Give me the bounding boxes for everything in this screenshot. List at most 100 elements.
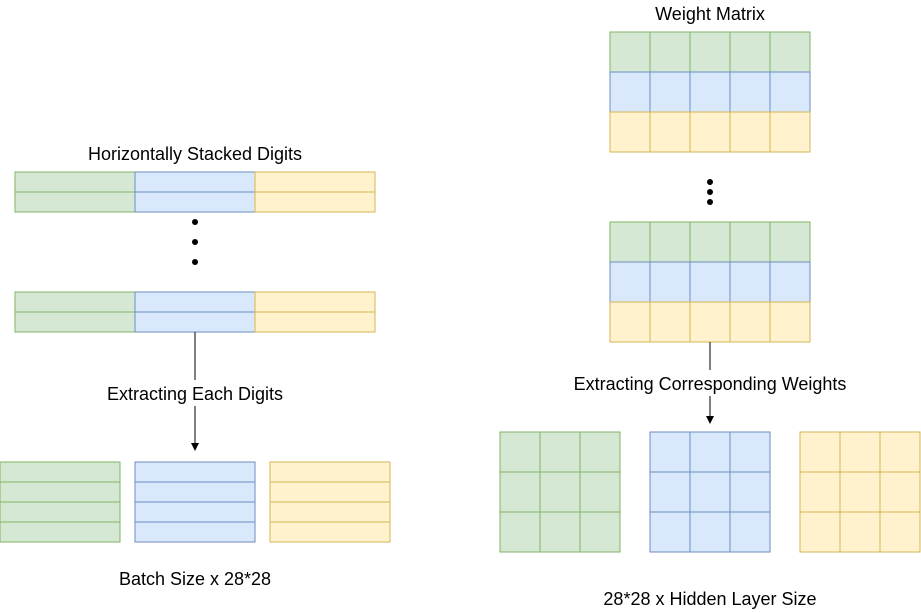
- grid-cell: [839, 511, 881, 553]
- grid-cell: [609, 221, 651, 263]
- grid-cell: [134, 311, 256, 333]
- grid-cell: [729, 431, 771, 473]
- grid-cell: [579, 511, 621, 553]
- batch-size-label: Batch Size x 28*28: [119, 569, 271, 589]
- stacked-digits-title: Horizontally Stacked Digits: [88, 144, 302, 164]
- grid-cell: [689, 31, 731, 73]
- digit-segment-green: [14, 171, 136, 213]
- grid-cell: [134, 461, 256, 483]
- grid-cell: [134, 481, 256, 503]
- grid-cell: [579, 431, 621, 473]
- arrowhead: [191, 443, 199, 451]
- grid-cell: [799, 431, 841, 473]
- extract-weights-label: Extracting Corresponding Weights: [574, 374, 847, 394]
- arrow-extract-weights: [706, 342, 714, 424]
- grid-cell: [729, 471, 771, 513]
- grid-cell: [769, 31, 811, 73]
- weight-matrix-blue: [649, 431, 771, 553]
- grid-cell: [499, 431, 541, 473]
- grid-cell: [649, 431, 691, 473]
- arrowhead: [706, 416, 714, 424]
- weight-matrix-green: [499, 431, 621, 553]
- grid-cell: [799, 471, 841, 513]
- ellipsis-dot: [192, 259, 198, 265]
- grid-cell: [769, 221, 811, 263]
- ellipsis-left: [192, 219, 198, 265]
- ellipsis-dot: [707, 189, 713, 195]
- weight-row-yellow: [609, 301, 811, 343]
- grid-cell: [879, 431, 921, 473]
- grid-cell: [649, 221, 691, 263]
- stacked-digits-bottom: [14, 291, 376, 333]
- grid-cell: [134, 291, 256, 313]
- ellipsis-dot: [192, 239, 198, 245]
- grid-cell: [729, 221, 771, 263]
- grid-cell: [649, 261, 691, 303]
- grid-cell: [0, 501, 121, 523]
- grid-cell: [0, 521, 121, 543]
- arrow-extract-digits: [191, 332, 199, 451]
- digit-segment-yellow: [254, 171, 376, 213]
- grid-cell: [254, 171, 376, 193]
- grid-cell: [609, 71, 651, 113]
- grid-cell: [254, 311, 376, 333]
- grid-cell: [689, 471, 731, 513]
- grid-cell: [269, 521, 391, 543]
- grid-cell: [839, 431, 881, 473]
- grid-cell: [769, 301, 811, 343]
- weight-row-green: [609, 221, 811, 263]
- weight-sub-matrices: [499, 431, 921, 553]
- label-background: [555, 371, 865, 395]
- grid-cell: [14, 291, 136, 313]
- weight-row-blue: [609, 261, 811, 303]
- digit-segment-yellow: [254, 291, 376, 333]
- grid-cell: [689, 221, 731, 263]
- grid-cell: [689, 431, 731, 473]
- grid-cell: [269, 501, 391, 523]
- weight-matrix-title: Weight Matrix: [655, 4, 765, 24]
- hidden-size-label: 28*28 x Hidden Layer Size: [603, 589, 816, 609]
- digit-matrix-blue: [134, 461, 256, 543]
- grid-cell: [689, 261, 731, 303]
- grid-cell: [799, 511, 841, 553]
- weight-row-green: [609, 31, 811, 73]
- grid-cell: [609, 111, 651, 153]
- grid-cell: [539, 431, 581, 473]
- weight-row-blue: [609, 71, 811, 113]
- grid-cell: [689, 71, 731, 113]
- grid-cell: [729, 31, 771, 73]
- label-background: [95, 381, 295, 405]
- grid-cell: [609, 261, 651, 303]
- grid-cell: [579, 471, 621, 513]
- grid-cell: [729, 511, 771, 553]
- grid-cell: [879, 471, 921, 513]
- grid-cell: [689, 111, 731, 153]
- grid-cell: [839, 471, 881, 513]
- grid-cell: [539, 471, 581, 513]
- grid-cell: [0, 481, 121, 503]
- grid-cell: [134, 191, 256, 213]
- grid-cell: [729, 301, 771, 343]
- grid-cell: [269, 481, 391, 503]
- grid-cell: [879, 511, 921, 553]
- grid-cell: [649, 471, 691, 513]
- digit-segment-blue: [134, 171, 256, 213]
- grid-cell: [14, 311, 136, 333]
- weight-matrix-top: [609, 31, 811, 153]
- grid-cell: [649, 71, 691, 113]
- grid-cell: [689, 301, 731, 343]
- weight-row-yellow: [609, 111, 811, 153]
- grid-cell: [729, 111, 771, 153]
- weight-matrix-bottom: [609, 221, 811, 343]
- stacked-digits-top: [14, 171, 376, 213]
- grid-cell: [609, 31, 651, 73]
- grid-cell: [269, 461, 391, 483]
- grid-cell: [539, 511, 581, 553]
- digit-segment-green: [14, 291, 136, 333]
- grid-cell: [769, 261, 811, 303]
- digit-matrix-yellow: [269, 461, 391, 543]
- grid-cell: [499, 511, 541, 553]
- grid-cell: [499, 471, 541, 513]
- grid-cell: [609, 301, 651, 343]
- ellipsis-dot: [707, 179, 713, 185]
